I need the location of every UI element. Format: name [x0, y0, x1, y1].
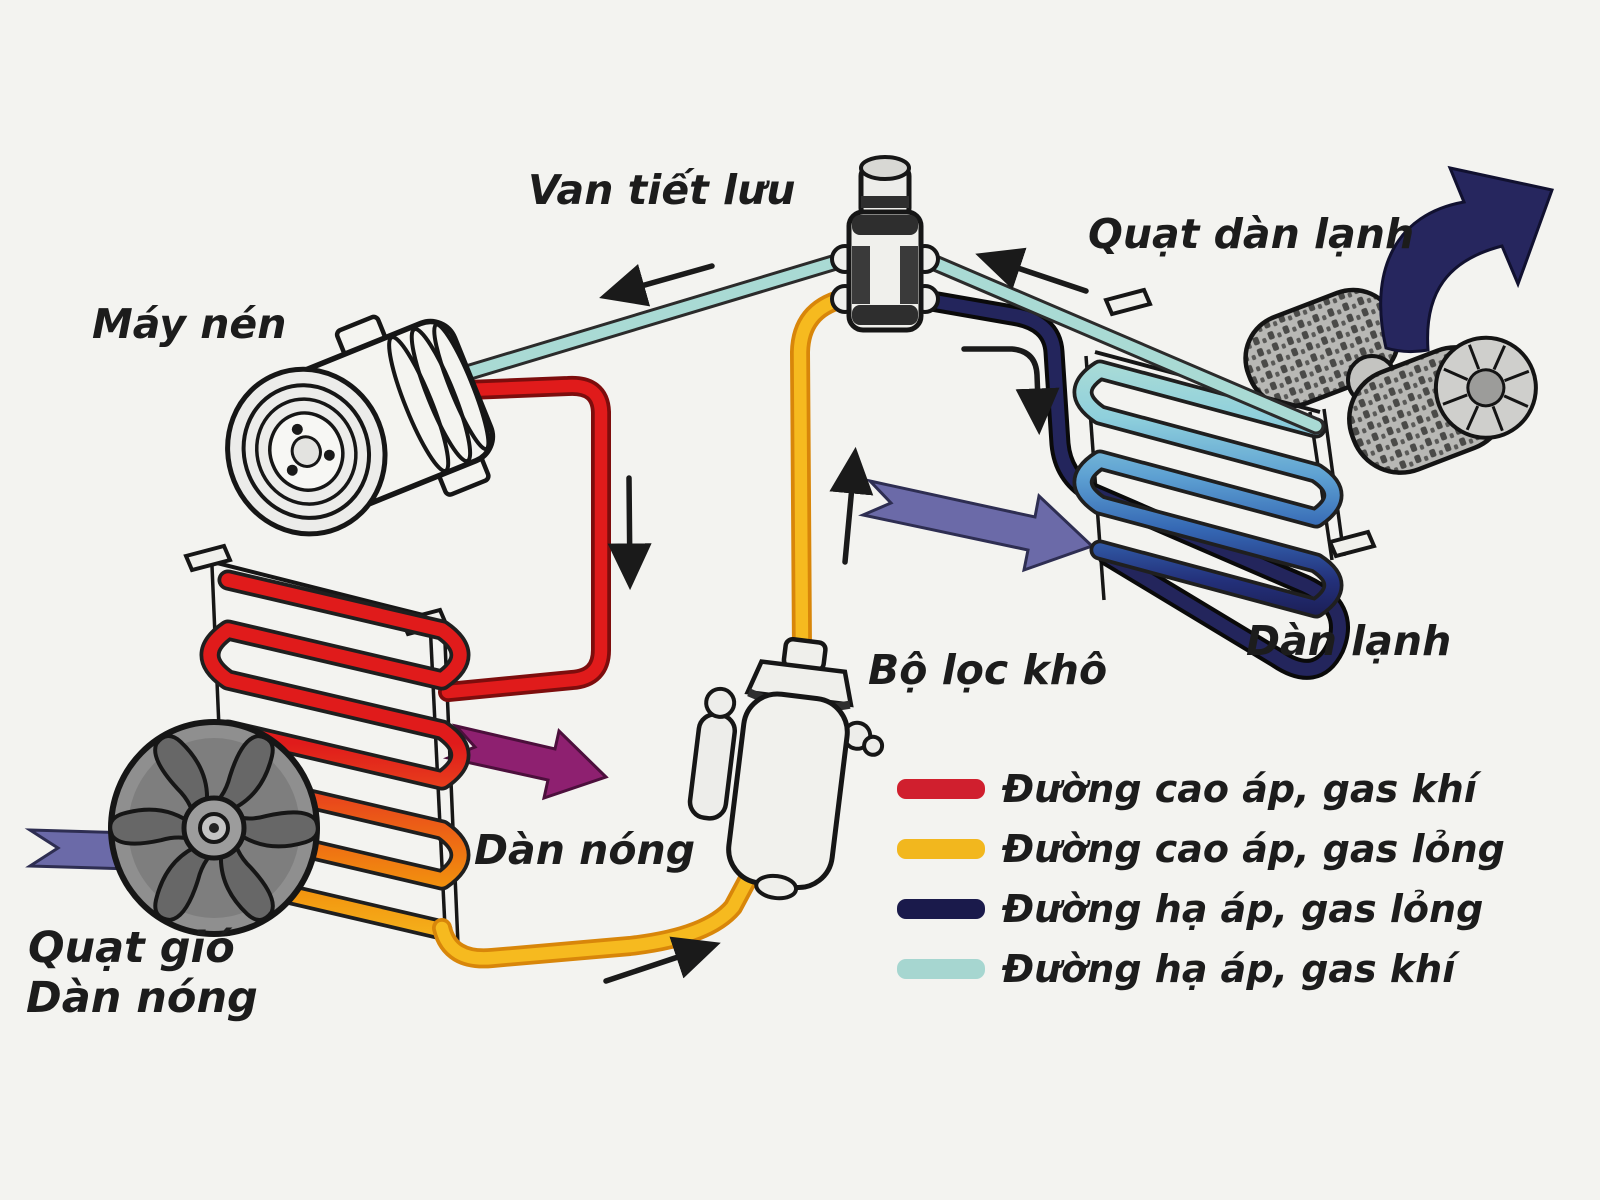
label-condenser-fan-line1: Quạt gió — [28, 923, 235, 973]
liquid-up-flow-arrow — [829, 446, 874, 565]
label-condenser-fan-line2: Dàn nóng — [26, 973, 258, 1023]
legend: Đường cao áp, gas khí Đường cao áp, gas … — [897, 767, 1505, 991]
legend-label-high-pressure-gas: Đường cao áp, gas khí — [1001, 767, 1482, 811]
label-condenser: Dàn nóng — [474, 826, 695, 874]
evaporator-bracket-top — [1103, 287, 1153, 317]
legend-swatch-high-pressure-liquid — [897, 839, 985, 859]
legend-label-low-pressure-liquid: Đường hạ áp, gas lỏng — [1001, 887, 1483, 931]
suction-flow-arrow-2 — [975, 247, 1089, 294]
label-evaporator: Dàn lạnh — [1246, 617, 1451, 665]
drier-body — [726, 691, 850, 890]
legend-label-low-pressure-gas: Đường hạ áp, gas khí — [1001, 947, 1460, 991]
compressor — [225, 314, 496, 537]
discharge-flow-arrow — [607, 475, 652, 591]
flow-arrows — [599, 247, 1089, 984]
label-compressor: Máy nén — [92, 300, 286, 348]
suction-flow-arrow — [599, 263, 715, 307]
liquid-right-flow-arrow — [603, 936, 721, 984]
receiver-drier — [687, 636, 885, 901]
label-expansion-valve: Van tiết lưu — [528, 166, 795, 214]
legend-label-high-pressure-liquid: Đường cao áp, gas lỏng — [1001, 827, 1505, 871]
legend-swatch-high-pressure-gas — [897, 779, 985, 799]
valve-to-evap-flow-arrow — [961, 346, 1060, 436]
evaporator-bracket-bottom — [1327, 529, 1377, 559]
legend-swatch-low-pressure-liquid — [897, 899, 985, 919]
label-receiver-drier: Bộ lọc khô — [868, 646, 1107, 694]
pipe-low-pressure-liquid — [915, 289, 1350, 680]
label-evaporator-fan: Quạt dàn lạnh — [1088, 210, 1414, 258]
evaporator-blower — [1243, 287, 1538, 475]
condenser-fan — [108, 719, 320, 937]
evaporator-air-in-arrow — [858, 478, 1095, 573]
evaporator-coil — [1072, 359, 1344, 619]
legend-swatch-low-pressure-gas — [897, 959, 985, 979]
pipe-high-pressure-gas — [438, 375, 611, 702]
expansion-valve — [830, 155, 940, 333]
cold-air-out-arrow — [1379, 165, 1554, 354]
compressor-pulley — [225, 366, 388, 537]
condenser-bracket-top — [183, 543, 233, 573]
